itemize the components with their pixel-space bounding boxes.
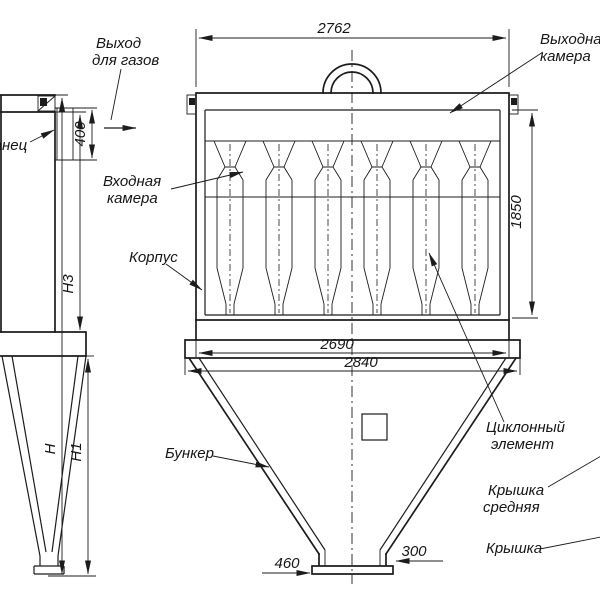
label-middle-cover-line2: средняя <box>483 499 540 516</box>
label-flange: фланец <box>0 137 28 154</box>
dim-outlet-depth: 300 <box>401 543 427 560</box>
dim-h: Н <box>42 443 59 454</box>
callouts: Выход для газов Выходная камера Входная … <box>0 31 600 557</box>
side-view-latch <box>37 95 56 112</box>
hopper-shape <box>187 356 518 575</box>
dim-outlet-flange-height: 400 <box>72 121 89 147</box>
label-cyclone-element-line1: Циклонный <box>486 419 566 436</box>
front-view <box>184 50 521 584</box>
label-cover: Крышка <box>486 540 542 557</box>
label-inlet-chamber-line1: Входная <box>103 173 161 190</box>
dim-top-width: 2762 <box>316 20 351 37</box>
label-inlet-chamber-line2: камера <box>107 190 158 207</box>
label-body: Корпус <box>129 249 178 266</box>
label-outlet-chamber-line1: Выходная <box>540 31 600 48</box>
lifting-eye <box>322 63 382 94</box>
label-hopper: Бункер <box>165 445 214 462</box>
label-gas-outlet-line1: Выход <box>96 35 141 52</box>
label-gas-outlet-line2: для газов <box>92 52 159 69</box>
dim-h3: Н3 <box>60 274 77 294</box>
left-tab <box>186 94 197 115</box>
hopper-access-door <box>361 413 388 441</box>
right-tab <box>508 94 519 115</box>
dim-flange-inner-width: 2690 <box>319 336 354 353</box>
label-outlet-chamber-line2: камера <box>540 48 591 65</box>
dim-h1: Н1 <box>68 442 85 461</box>
side-view <box>0 94 87 575</box>
dim-flange-outer-width: 2840 <box>343 354 378 371</box>
label-middle-cover-line1: Крышка <box>488 482 544 499</box>
label-cyclone-element-line2: элемент <box>491 436 554 453</box>
side-view-latch-block <box>40 98 47 106</box>
hopper-flange <box>184 339 521 359</box>
cyclone-elements <box>213 140 492 316</box>
gas-outlet-flange <box>56 107 74 161</box>
dim-outlet-width: 460 <box>274 555 300 572</box>
dim-body-height: 1850 <box>508 195 525 229</box>
side-view-dimensions: 400 Н3 Н Н1 <box>42 94 97 577</box>
front-view-dimensions: 2762 1850 2690 2840 460 300 <box>184 20 538 576</box>
